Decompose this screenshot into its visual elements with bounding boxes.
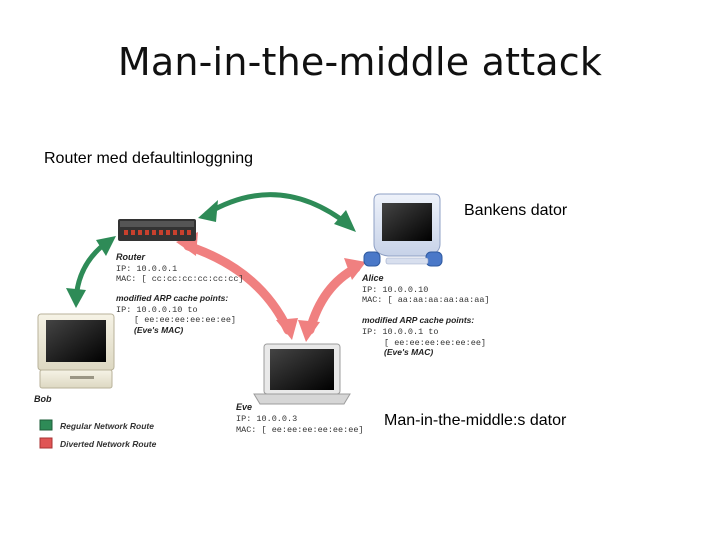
legend-label-regular: Regular Network Route (60, 421, 154, 431)
alice-arp-heading: modified ARP cache points: (362, 315, 474, 325)
bob-name: Bob (34, 394, 52, 404)
alice-arp-ip: IP: 10.0.0.1 to (362, 327, 439, 337)
arrowhead-bob-side (66, 288, 86, 308)
alice-mac: MAC: [ aa:aa:aa:aa:aa:aa] (362, 295, 490, 305)
router-arp-note: (Eve's MAC) (134, 325, 183, 335)
eve-mac: MAC: [ ee:ee:ee:ee:ee:ee] (236, 425, 364, 435)
router-arp-ip: IP: 10.0.0.10 to (116, 305, 198, 315)
regular-route-arrows (66, 192, 356, 308)
alice-name: Alice (361, 273, 384, 283)
eve-name: Eve (236, 402, 252, 412)
router-mac: MAC: [ cc:cc:cc:cc:cc:cc] (116, 274, 244, 284)
alice-arp-note: (Eve's MAC) (384, 347, 433, 357)
router-ip: IP: 10.0.0.1 (116, 264, 177, 274)
arrowhead-router-eve-bottom (276, 318, 298, 340)
router-arp-mac: [ ee:ee:ee:ee:ee:ee] (134, 315, 236, 325)
router-arp-heading: modified ARP cache points: (116, 293, 228, 303)
route-alice-eve (305, 263, 361, 335)
route-router-eve (183, 241, 293, 335)
legend: Regular Network Route Diverted Network R… (39, 419, 157, 449)
diverted-route-arrows (176, 232, 366, 342)
mitm-caption: Man-in-the-middle:s dator (384, 412, 567, 429)
legend-label-diverted: Diverted Network Route (60, 439, 157, 449)
alice-computer-icon (363, 193, 443, 267)
legend-swatch-diverted (39, 437, 53, 449)
arrowhead-bob-router (96, 236, 116, 256)
alice-arp-mac: [ ee:ee:ee:ee:ee:ee] (384, 338, 486, 348)
arrowhead-alice-eve-bottom (298, 320, 320, 342)
slide-title: Man-in-the-middle attack (117, 40, 603, 84)
bank-caption: Bankens dator (464, 202, 568, 219)
router-caption: Router med defaultinloggning (44, 150, 254, 167)
alice-ip: IP: 10.0.0.10 (362, 285, 428, 295)
router-icon (118, 219, 196, 241)
router-name: Router (116, 252, 145, 262)
legend-swatch-regular (39, 419, 53, 431)
eve-laptop-icon (253, 343, 351, 405)
arrowhead-router-side (198, 200, 218, 222)
arrowhead-alice-side (334, 210, 356, 232)
bob-computer-icon (37, 313, 115, 389)
arrowhead-alice-eve-top (344, 258, 366, 280)
route-router-alice (204, 192, 352, 228)
eve-ip: IP: 10.0.0.3 (236, 414, 297, 424)
